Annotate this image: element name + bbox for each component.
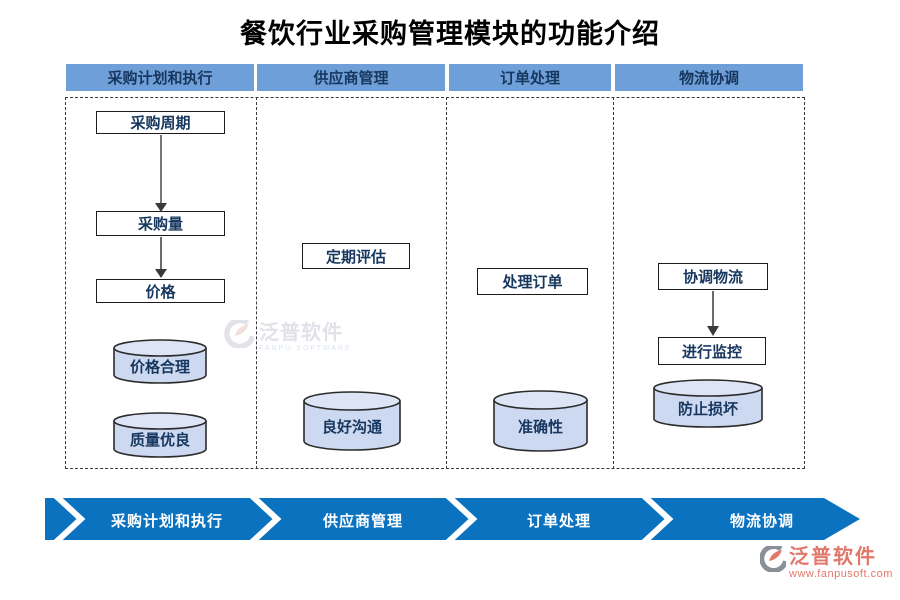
flow-box-monitoring: 进行监控 xyxy=(658,337,766,365)
flow-box-regular-evaluation: 定期评估 xyxy=(302,243,410,269)
flow-box-price: 价格 xyxy=(96,279,225,303)
brand-name: 泛普软件 xyxy=(789,546,877,568)
center-watermark: 泛普软件 FANPU SOFTWARE xyxy=(224,316,352,352)
cylinder-prevent-damage: 防止损坏 xyxy=(653,379,763,428)
brand-text: 泛普软件 www.fanpusoft.com xyxy=(789,546,893,580)
column-header-procurement-plan: 采购计划和执行 xyxy=(66,64,254,91)
watermark-subtitle: FANPU SOFTWARE xyxy=(259,345,352,352)
watermark-name: 泛普软件 xyxy=(259,322,343,344)
cylinder-label: 良好沟通 xyxy=(321,419,382,436)
column-header-order-processing: 订单处理 xyxy=(449,64,611,91)
cylinder-shape xyxy=(113,339,207,384)
page-title: 餐饮行业采购管理模块的功能介绍 xyxy=(240,19,660,49)
cylinder-accuracy: 准确性 xyxy=(493,390,588,453)
fanpu-logo-icon xyxy=(760,546,786,572)
lane-separator-3 xyxy=(613,97,614,469)
lane-separator-2 xyxy=(446,97,447,469)
cylinder-shape xyxy=(653,379,763,428)
brand-logo: 泛普软件 www.fanpusoft.com xyxy=(760,546,893,580)
flow-box-process-orders: 处理订单 xyxy=(477,268,588,295)
cylinder-shape xyxy=(113,412,207,458)
flow-box-procurement-quantity: 采购量 xyxy=(96,211,225,236)
lane-container-border xyxy=(65,97,805,469)
cylinder-label: 质量优良 xyxy=(129,433,190,449)
process-step-supplier-management: 供应商管理 xyxy=(322,512,403,530)
cylinder-good-communication: 良好沟通 xyxy=(303,391,401,452)
cylinder-label: 防止损坏 xyxy=(677,401,738,418)
process-step-order-processing: 订单处理 xyxy=(526,512,591,530)
cylinder-good-quality: 质量优良 xyxy=(113,412,207,458)
cylinder-label: 准确性 xyxy=(517,419,563,436)
column-header-supplier-management: 供应商管理 xyxy=(257,64,445,91)
watermark-text: 泛普软件 FANPU SOFTWARE xyxy=(259,316,352,352)
column-header-logistics: 物流协调 xyxy=(615,64,803,91)
process-step-procurement-plan: 采购计划和执行 xyxy=(110,512,223,530)
cylinder-label: 价格合理 xyxy=(129,359,190,376)
flow-box-procurement-cycle: 采购周期 xyxy=(96,111,225,134)
fanpu-logo-icon xyxy=(224,320,254,348)
lane-separator-1 xyxy=(256,97,257,469)
process-step-logistics: 物流协调 xyxy=(729,512,794,530)
flow-box-coordinate-logistics: 协调物流 xyxy=(658,263,768,290)
cylinder-reasonable-price: 价格合理 xyxy=(113,339,207,384)
cylinder-shape xyxy=(493,390,588,452)
brand-url: www.fanpusoft.com xyxy=(789,568,893,580)
cylinder-shape xyxy=(303,391,401,451)
